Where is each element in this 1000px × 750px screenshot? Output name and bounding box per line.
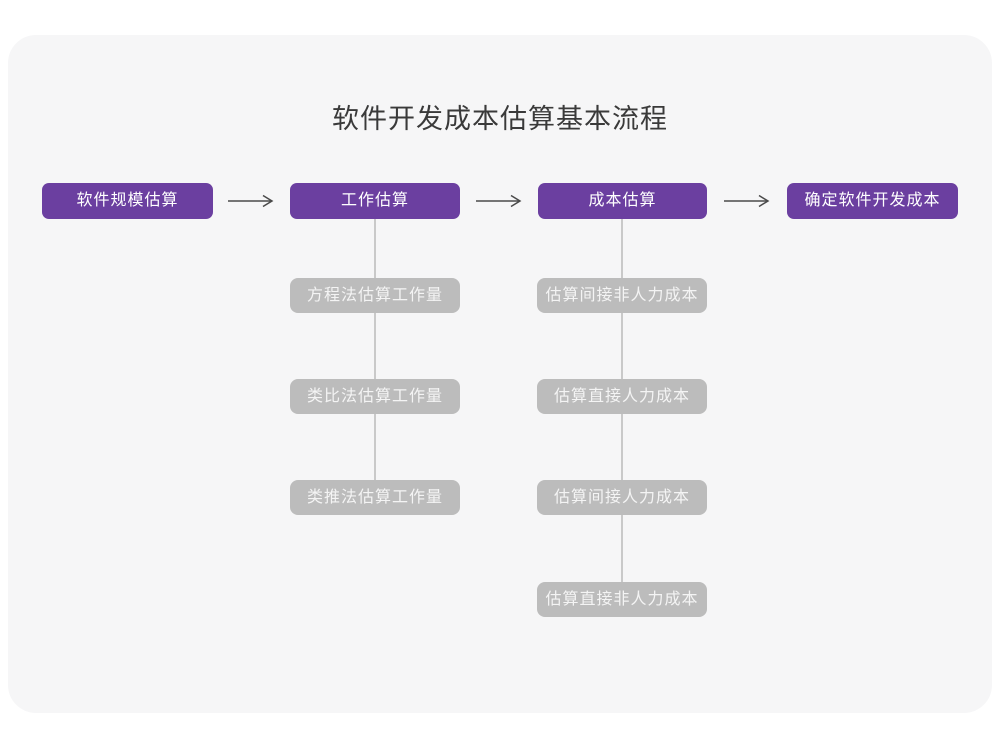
stage-box-work-estimation: 工作估算 [290,183,460,219]
substep-box-direct-labor-cost: 估算直接人力成本 [537,379,707,414]
substep-box-extrapolation-method: 类推法估算工作量 [290,480,460,515]
arrow-right-icon [476,194,522,208]
arrow-right-icon [724,194,770,208]
stage-box-software-scale-estimation: 软件规模估算 [42,183,213,219]
arrow-right-icon [228,194,274,208]
substep-box-indirect-nonlabor-cost: 估算间接非人力成本 [537,278,707,313]
substep-box-equation-method: 方程法估算工作量 [290,278,460,313]
connector-line-work-estimation [374,219,376,481]
diagram-panel [8,35,992,713]
stage-box-cost-estimation: 成本估算 [538,183,707,219]
diagram-title: 软件开发成本估算基本流程 [332,104,668,134]
substep-box-direct-nonlabor-cost: 估算直接非人力成本 [537,582,707,617]
stage-box-determine-dev-cost: 确定软件开发成本 [787,183,958,219]
substep-box-analogy-method: 类比法估算工作量 [290,379,460,414]
substep-box-indirect-labor-cost: 估算间接人力成本 [537,480,707,515]
